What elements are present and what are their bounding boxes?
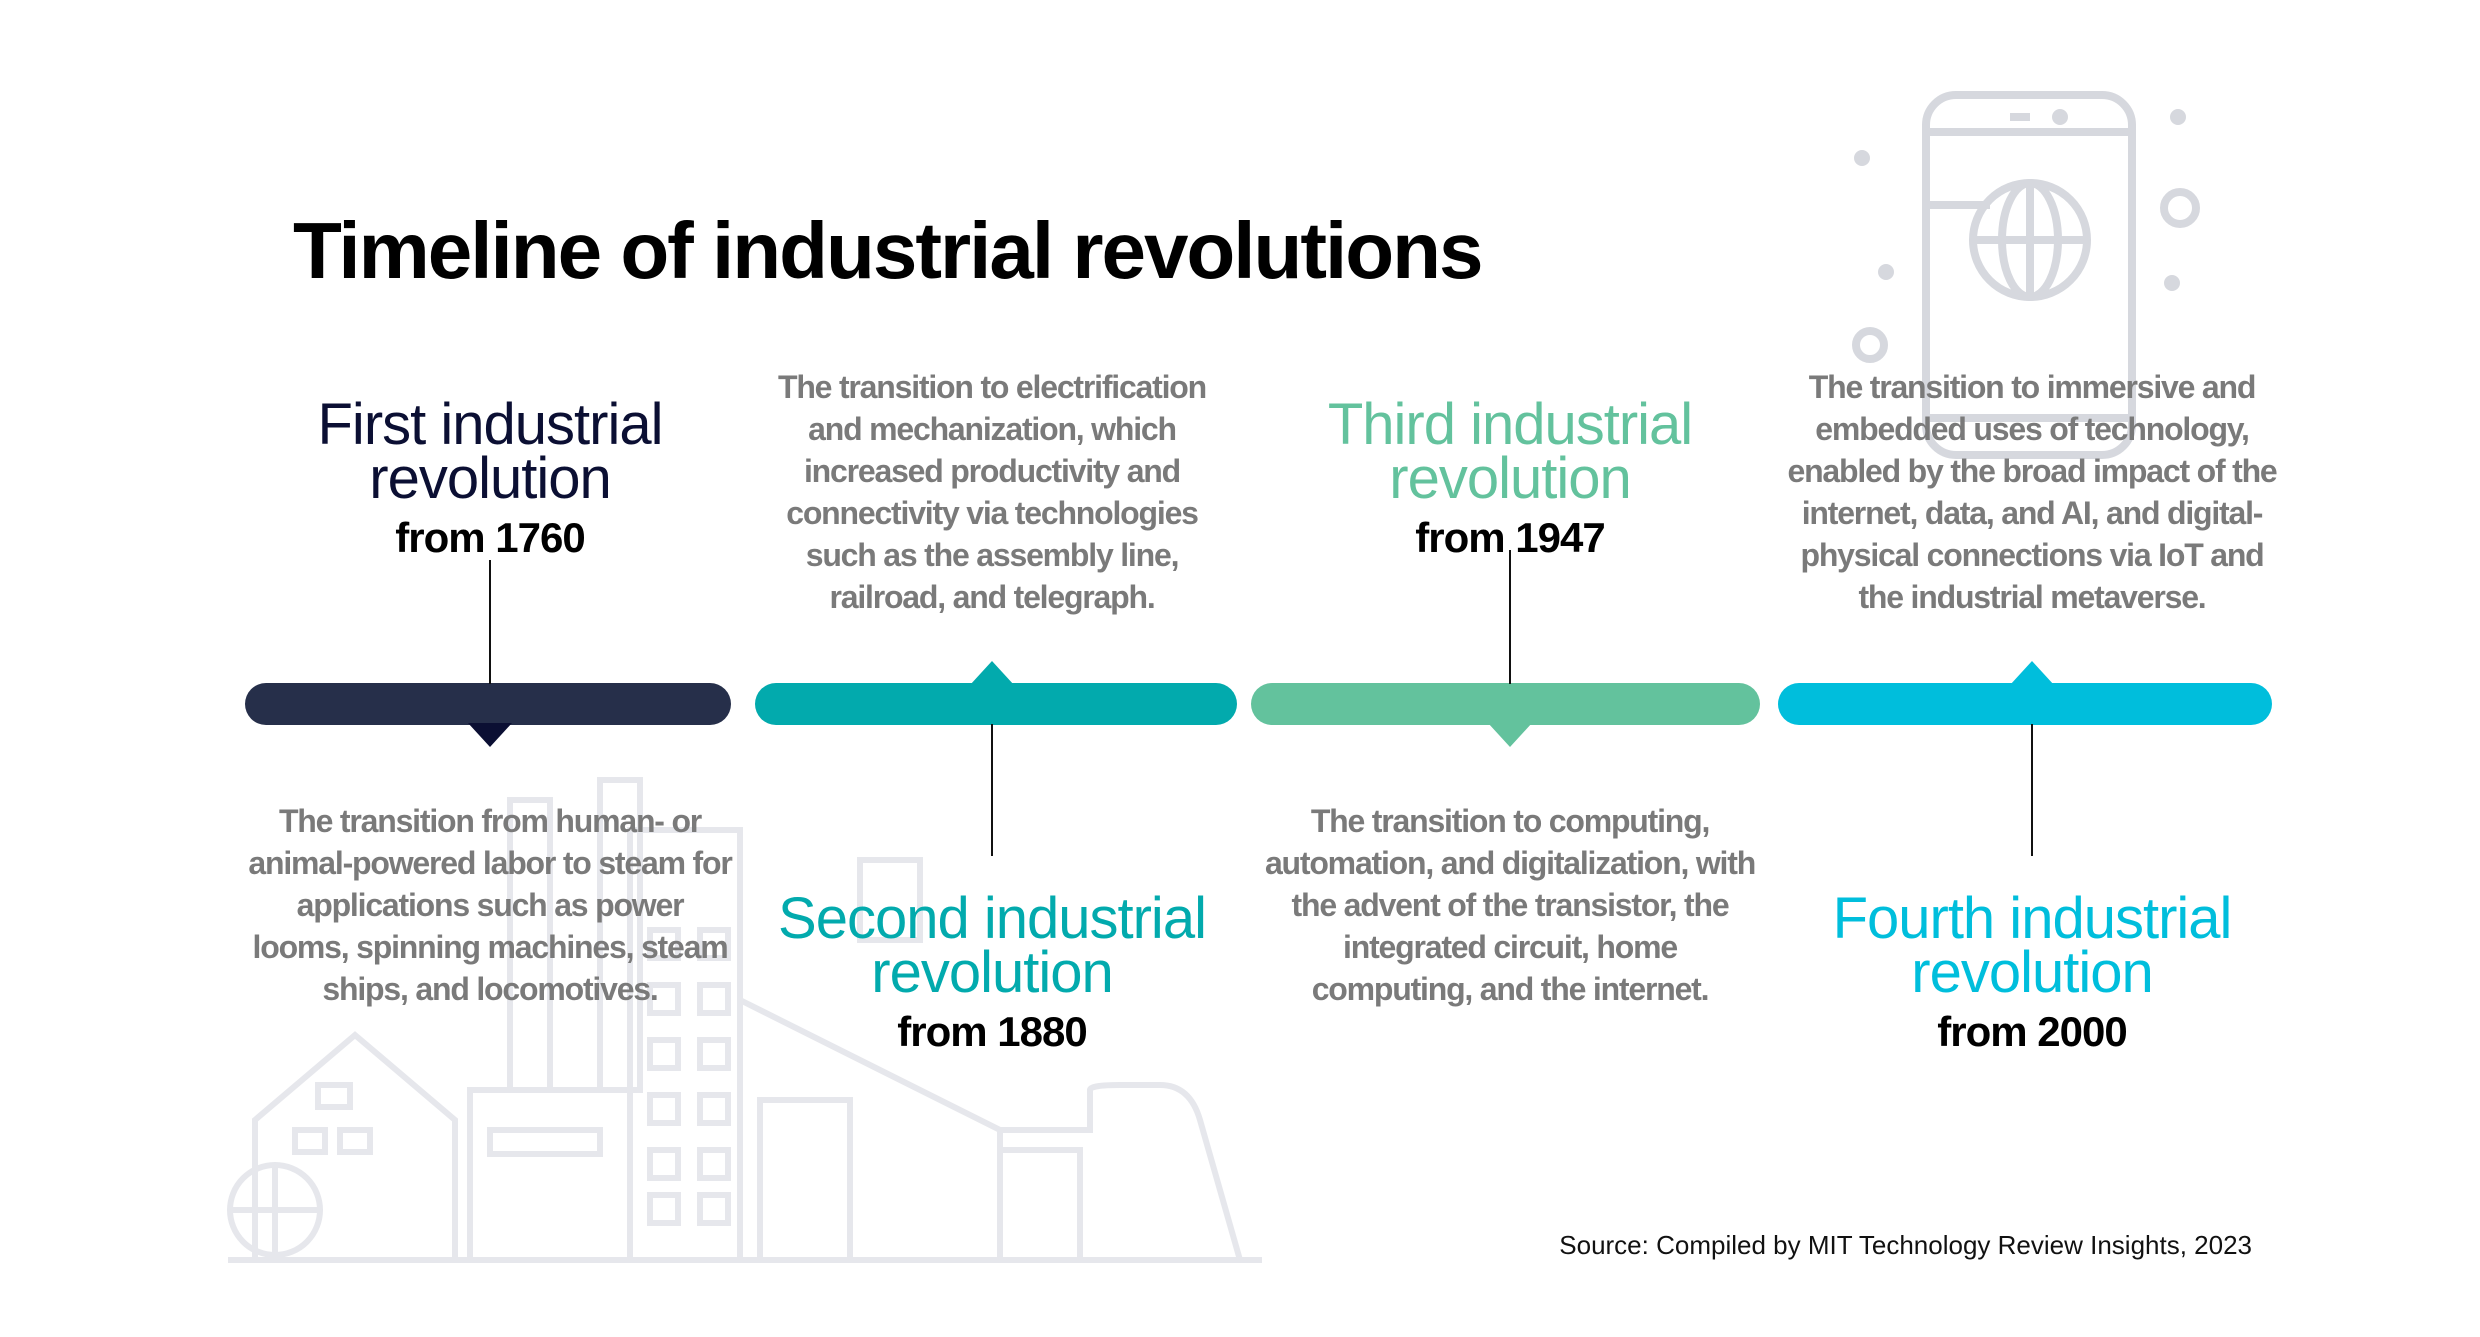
pointer-fourth xyxy=(2010,661,2054,685)
revolution-fourth-heading: Fourth industrial revolution from 2000 xyxy=(1772,886,2292,1056)
from-year: from 2000 xyxy=(1937,1008,2127,1055)
timeline-bar-second xyxy=(755,683,1237,725)
page-title: Timeline of industrial revolutions xyxy=(293,206,1483,295)
from-year: from 1947 xyxy=(1415,514,1605,561)
pointer-second xyxy=(970,661,1014,685)
connector-fourth xyxy=(2031,724,2033,856)
connector-second xyxy=(991,724,993,856)
timeline-bar-third xyxy=(1251,683,1760,725)
revolution-fourth-description: The transition to immersive and embedded… xyxy=(1787,369,2277,615)
from-year: from 1880 xyxy=(897,1008,1087,1055)
heading-line: First industrial xyxy=(317,392,664,457)
source-note: Source: Compiled by MIT Technology Revie… xyxy=(1559,1230,2252,1260)
revolution-third-heading: Third industrial revolution from 1947 xyxy=(1250,392,1770,562)
heading-line: Fourth industrial xyxy=(1832,886,2233,951)
heading-line: revolution xyxy=(369,446,611,511)
connector-third xyxy=(1509,550,1511,684)
factory-illustration xyxy=(227,777,1262,1263)
timeline-bar-fourth xyxy=(1778,683,2272,725)
heading-line: revolution xyxy=(1911,940,2153,1005)
heading-line: revolution xyxy=(1389,446,1631,511)
revolution-first-heading: First industrial revolution from 1760 xyxy=(230,392,750,562)
revolution-second-description: The transition to electrification and me… xyxy=(777,369,1207,615)
smartphone-globe-illustration xyxy=(1852,91,2200,459)
pointer-first xyxy=(468,723,512,747)
revolution-third-description: The transition to computing, automation,… xyxy=(1264,803,1756,1007)
heading-line: Second industrial xyxy=(778,886,1207,951)
connector-first xyxy=(489,560,491,684)
revolution-second-heading: Second industrial revolution from 1880 xyxy=(732,886,1252,1056)
heading-line: revolution xyxy=(871,940,1113,1005)
revolution-first-description: The transition from human- or animal-pow… xyxy=(248,803,732,1007)
from-year: from 1760 xyxy=(395,514,585,561)
timeline-bar-first xyxy=(245,683,731,725)
heading-line: Third industrial xyxy=(1327,392,1693,457)
pointer-third xyxy=(1488,723,1532,747)
